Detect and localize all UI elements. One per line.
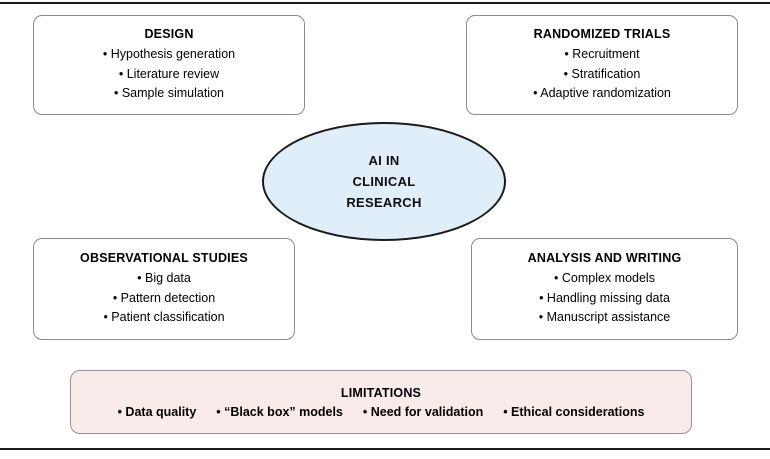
- card-randomized-trials-item-1: • Recruitment: [564, 47, 640, 62]
- card-limitations-item-3: • Need for validation: [362, 404, 484, 419]
- card-observational-studies-item-3: • Patient classification: [103, 310, 225, 324]
- central-concept-line-1: AI IN: [368, 152, 400, 168]
- card-limitations: LIMITATIONS • Data quality • “Black box”…: [70, 370, 692, 434]
- card-randomized-trials: RANDOMIZED TRIALS • Recruitment • Strati…: [466, 15, 738, 115]
- figure-bottom-rule: [0, 448, 770, 450]
- card-randomized-trials-item-3: • Adaptive randomization: [533, 86, 671, 100]
- card-analysis-and-writing-item-3: • Manuscript assistance: [538, 310, 671, 324]
- card-analysis-and-writing-item-1: • Complex models: [554, 271, 655, 286]
- card-limitations-item-4: • Ethical considerations: [503, 404, 645, 419]
- central-concept-line-3: RESEARCH: [346, 195, 422, 211]
- central-concept-ellipse: AI IN CLINICAL RESEARCH: [262, 122, 506, 241]
- card-design: DESIGN • Hypothesis generation • Literat…: [33, 15, 305, 115]
- card-observational-studies-item-1: • Big data: [137, 271, 191, 286]
- card-design-item-2: • Literature review: [118, 66, 220, 81]
- central-concept-line-2: CLINICAL: [352, 173, 416, 189]
- card-limitations-item-1: • Data quality: [117, 404, 197, 419]
- card-randomized-trials-title: RANDOMIZED TRIALS: [533, 26, 671, 41]
- card-limitations-items-row: • Data quality • “Black box” models • Ne…: [118, 405, 645, 419]
- card-randomized-trials-item-2: • Stratification: [563, 66, 641, 81]
- card-observational-studies-title: OBSERVATIONAL STUDIES: [80, 250, 248, 265]
- card-analysis-and-writing-item-2: • Handling missing data: [539, 290, 670, 305]
- figure-top-rule: [0, 2, 770, 4]
- card-observational-studies: OBSERVATIONAL STUDIES • Big data • Patte…: [33, 238, 295, 340]
- card-analysis-and-writing: ANALYSIS AND WRITING • Complex models • …: [471, 238, 738, 340]
- card-limitations-item-2: • “Black box” models: [216, 404, 343, 419]
- card-design-title: DESIGN: [144, 26, 194, 41]
- card-design-item-1: • Hypothesis generation: [102, 47, 236, 62]
- card-analysis-and-writing-title: ANALYSIS AND WRITING: [527, 250, 682, 265]
- card-observational-studies-item-2: • Pattern detection: [112, 290, 216, 305]
- card-limitations-title: LIMITATIONS: [340, 385, 422, 400]
- card-design-item-3: • Sample simulation: [114, 86, 224, 100]
